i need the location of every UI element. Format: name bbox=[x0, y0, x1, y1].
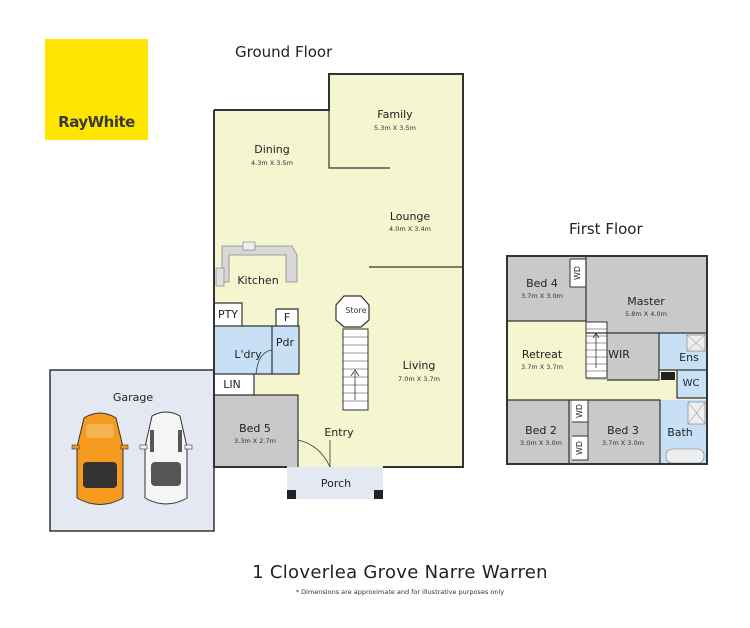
linen-area bbox=[214, 374, 254, 395]
retreat-dims: 3.7m X 3.7m bbox=[521, 363, 563, 371]
kitchen-bench bbox=[221, 245, 298, 283]
laundry-area bbox=[214, 326, 272, 374]
ground-stairs bbox=[342, 328, 369, 411]
entry-label: Entry bbox=[324, 426, 354, 439]
first-floor-title: First Floor bbox=[569, 220, 643, 238]
living-dims: 7.0m X 3.7m bbox=[398, 375, 440, 383]
first-stairs bbox=[585, 321, 608, 379]
bed4-wardrobe-label: WD bbox=[573, 266, 582, 280]
ground-floor: Family 5.3m X 3.5m Dining 4.3m X 3.5m Lo… bbox=[49, 73, 464, 532]
garage-walls bbox=[49, 369, 215, 532]
cooktop bbox=[215, 267, 225, 287]
raywhite-logo: RayWhite bbox=[45, 39, 148, 140]
bed2-wardrobe-label: WD bbox=[575, 441, 584, 455]
dining-dims: 4.3m X 3.5m bbox=[251, 159, 293, 167]
bed5-label: Bed 5 bbox=[239, 422, 271, 435]
powder-area bbox=[272, 326, 299, 374]
ground-floor-title: Ground Floor bbox=[235, 43, 333, 61]
retreat-label: Retreat bbox=[522, 348, 563, 361]
bed4-label: Bed 4 bbox=[526, 277, 558, 290]
linen-label: LIN bbox=[223, 378, 241, 391]
garage-label: Garage bbox=[113, 391, 154, 404]
master-area bbox=[586, 256, 707, 333]
powder-label: Pdr bbox=[276, 336, 295, 349]
dining-label: Dining bbox=[254, 143, 290, 156]
bath-label: Bath bbox=[667, 426, 693, 439]
bed3-wardrobe-label: WD bbox=[575, 404, 584, 418]
fridge-area bbox=[276, 309, 298, 326]
bed4-dims: 3.7m X 3.0m bbox=[521, 292, 563, 300]
porch-label: Porch bbox=[321, 477, 351, 490]
pantry-area bbox=[214, 303, 242, 326]
ensuite-label: Ens bbox=[679, 351, 699, 364]
first-floor: Bed 4 3.7m X 3.0m WD Master 5.8m X 4.0m … bbox=[506, 255, 708, 465]
kitchen-label: Kitchen bbox=[237, 274, 278, 287]
wc-area bbox=[677, 370, 707, 398]
white-car-icon bbox=[139, 411, 193, 505]
bed3-label: Bed 3 bbox=[607, 424, 639, 437]
bathtub bbox=[665, 448, 705, 464]
fridge-label: F bbox=[284, 311, 290, 324]
bed3-dims: 3.7m X 3.0m bbox=[602, 439, 644, 447]
bed2-label: Bed 2 bbox=[525, 424, 557, 437]
porch-post-right bbox=[374, 490, 383, 499]
bed2-wardrobe-top bbox=[572, 400, 588, 422]
kitchen-sink bbox=[242, 241, 256, 251]
family-dims: 5.3m X 3.5m bbox=[374, 124, 416, 132]
linen-cupboard-block bbox=[661, 372, 675, 380]
master-dims: 5.8m X 4.0m bbox=[625, 310, 667, 318]
bed5-area bbox=[214, 395, 298, 467]
porch-post-left bbox=[287, 490, 296, 499]
ground-doors bbox=[255, 349, 331, 468]
pty-label: PTY bbox=[218, 308, 238, 321]
store-cupboard bbox=[335, 295, 370, 328]
bed2-dims: 3.0m X 3.0m bbox=[520, 439, 562, 447]
family-label: Family bbox=[377, 108, 413, 121]
wc-label: WC bbox=[683, 378, 700, 389]
first-walls bbox=[506, 255, 708, 465]
orange-car-icon bbox=[71, 412, 129, 505]
bed5-dims: 3.3m X 2.7m bbox=[234, 437, 276, 445]
bed2-area bbox=[507, 400, 569, 464]
lounge-dims: 4.0m X 3.4m bbox=[389, 225, 431, 233]
ground-walls bbox=[213, 73, 464, 468]
property-address: 1 Cloverlea Grove Narre Warren bbox=[252, 562, 548, 583]
bed2-wardrobe-bottom bbox=[572, 436, 588, 460]
brand-name: RayWhite bbox=[58, 113, 135, 131]
dimensions-disclaimer: * Dimensions are approximate and for ill… bbox=[295, 588, 505, 596]
lounge-label: Lounge bbox=[390, 210, 431, 223]
bed4-wardrobe bbox=[570, 259, 586, 287]
porch-area bbox=[287, 467, 383, 499]
living-label: Living bbox=[403, 359, 436, 372]
laundry-label: L'dry bbox=[234, 348, 262, 361]
master-label: Master bbox=[627, 295, 665, 308]
store-label: Store bbox=[345, 306, 366, 315]
wir-label: WIR bbox=[608, 348, 630, 361]
